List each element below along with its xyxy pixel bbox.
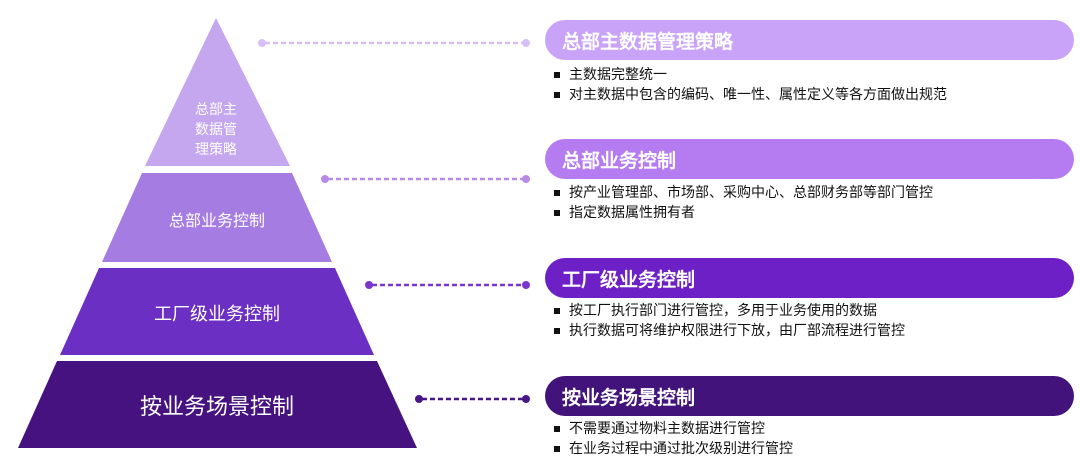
bullet-square-icon	[554, 190, 560, 196]
pyramid-tier-3	[60, 268, 374, 355]
bullet-text: 按产业管理部、市场部、采购中心、总部财务部等部门管控	[569, 185, 933, 201]
connector-dot-2-left	[321, 175, 329, 183]
bullet-square-icon	[554, 426, 560, 432]
panel-3-title: 工厂级业务控制	[562, 268, 696, 291]
panel-2-title: 总部业务控制	[562, 149, 677, 172]
pyramid-tier-1-label-line-3: 理策略	[195, 141, 237, 158]
connector-dot-4-right	[522, 395, 530, 403]
panel-1-title: 总部主数据管理策略	[562, 30, 734, 53]
connector-dot-1-left	[258, 39, 266, 47]
pyramid-tier-3-label: 工厂级业务控制	[154, 304, 280, 325]
pyramid-tier-2	[102, 173, 332, 262]
panel-1-banner: 总部主数据管理策略	[545, 20, 1074, 60]
list-item: 按产业管理部、市场部、采购中心、总部财务部等部门管控	[554, 183, 933, 203]
panel-1-bullet-list: 主数据完整统一 对主数据中包含的编码、唯一性、属性定义等各方面做出规范	[554, 65, 947, 105]
connector-dot-1-right	[522, 39, 530, 47]
bullet-square-icon	[554, 328, 560, 334]
list-item: 不需要通过物料主数据进行管控	[554, 419, 793, 439]
panel-3-banner: 工厂级业务控制	[545, 258, 1074, 298]
panel-3-bullet-list: 按工厂执行部门进行管控，多用于业务使用的数据 执行数据可将维护权限进行下放，由厂…	[554, 301, 905, 341]
panel-4-title: 按业务场景控制	[562, 386, 696, 409]
bullet-square-icon	[554, 446, 560, 452]
list-item: 对主数据中包含的编码、唯一性、属性定义等各方面做出规范	[554, 85, 947, 105]
list-item: 指定数据属性拥有者	[554, 203, 933, 223]
list-item: 按工厂执行部门进行管控，多用于业务使用的数据	[554, 301, 905, 321]
bullet-square-icon	[554, 308, 560, 314]
pyramid-tier-1-label-line-2: 数据管	[195, 122, 237, 138]
list-item: 在业务过程中通过批次级别进行管控	[554, 439, 793, 459]
pyramid-tier-1	[145, 18, 290, 166]
bullet-text: 执行数据可将维护权限进行下放，由厂部流程进行管控	[569, 323, 905, 339]
bullet-text: 指定数据属性拥有者	[569, 205, 695, 221]
pyramid-tier-1-label-line-1: 总部主	[195, 102, 237, 118]
bullet-text: 对主数据中包含的编码、唯一性、属性定义等各方面做出规范	[569, 87, 947, 103]
bullet-text: 在业务过程中通过批次级别进行管控	[569, 441, 793, 457]
connector-dot-2-right	[522, 175, 530, 183]
bullet-square-icon	[554, 72, 560, 78]
panel-2-bullet-list: 按产业管理部、市场部、采购中心、总部财务部等部门管控 指定数据属性拥有者	[554, 183, 933, 223]
bullet-text: 不需要通过物料主数据进行管控	[569, 421, 765, 437]
panel-4-banner: 按业务场景控制	[545, 376, 1074, 416]
list-item: 主数据完整统一	[554, 65, 947, 85]
pyramid-tier-4	[18, 361, 417, 448]
bullet-text: 按工厂执行部门进行管控，多用于业务使用的数据	[569, 303, 877, 319]
connector-dot-3-right	[522, 281, 530, 289]
pyramid-tier-2-label: 总部业务控制	[169, 211, 265, 230]
panel-4-bullet-list: 不需要通过物料主数据进行管控 在业务过程中通过批次级别进行管控	[554, 419, 793, 459]
panel-2-banner: 总部业务控制	[545, 139, 1074, 179]
bullet-square-icon	[554, 92, 560, 98]
pyramid-tier-4-label: 按业务场景控制	[140, 395, 294, 420]
bullet-text: 主数据完整统一	[569, 67, 667, 83]
list-item: 执行数据可将维护权限进行下放，由厂部流程进行管控	[554, 321, 905, 341]
bullet-square-icon	[554, 210, 560, 216]
connector-dot-3-left	[365, 281, 373, 289]
connector-dot-4-left	[415, 395, 423, 403]
